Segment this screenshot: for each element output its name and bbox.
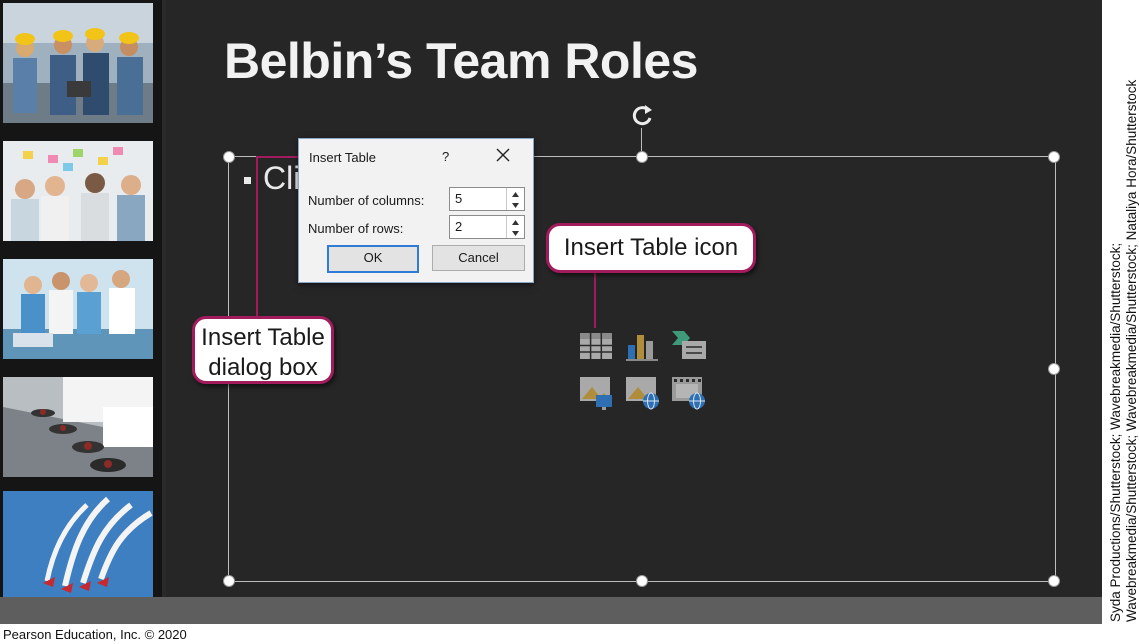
online-pictures-icon[interactable] bbox=[624, 373, 662, 411]
copyright-text: Pearson Education, Inc. © 2020 bbox=[3, 627, 187, 642]
columns-stepper[interactable]: 5 bbox=[449, 187, 525, 211]
icon-callout-line bbox=[594, 268, 596, 328]
credit-line-1: Syda Productions/Shutterstock; Wavebreak… bbox=[1108, 242, 1123, 622]
columns-value[interactable]: 5 bbox=[455, 191, 463, 206]
rows-value[interactable]: 2 bbox=[455, 219, 463, 234]
help-button[interactable]: ? bbox=[442, 149, 450, 164]
medical-team-photo[interactable] bbox=[3, 259, 153, 359]
powerpoint-window: Belbin’s Team Roles Cli bbox=[0, 0, 1102, 624]
columns-label: Number of columns: bbox=[308, 193, 425, 208]
rows-down-icon[interactable] bbox=[507, 227, 524, 238]
resize-handle-top[interactable] bbox=[636, 151, 648, 163]
construction-workers-photo[interactable] bbox=[3, 3, 153, 123]
rows-label: Number of rows: bbox=[308, 221, 404, 236]
slide-image-strip bbox=[0, 0, 162, 597]
columns-down-icon[interactable] bbox=[507, 199, 524, 210]
rows-stepper[interactable]: 2 bbox=[449, 215, 525, 239]
insert-table-dialog: Insert Table ? Number of columns: 5 Numb… bbox=[298, 138, 534, 283]
aerobatic-jets-photo[interactable] bbox=[3, 491, 153, 597]
resize-handle-bottom-left[interactable] bbox=[223, 575, 235, 587]
bullet-marker bbox=[244, 177, 251, 184]
content-insert-icons bbox=[578, 327, 718, 417]
slide-title[interactable]: Belbin’s Team Roles bbox=[224, 33, 698, 89]
resize-handle-top-right[interactable] bbox=[1048, 151, 1060, 163]
resize-handle-right[interactable] bbox=[1048, 363, 1060, 375]
dialog-callout-line2: dialog box bbox=[208, 354, 318, 381]
resize-handle-bottom-right[interactable] bbox=[1048, 575, 1060, 587]
insert-table-dialog-callout: Insert Table dialog box bbox=[192, 316, 334, 384]
rows-up-icon[interactable] bbox=[507, 216, 524, 227]
pictures-icon[interactable] bbox=[578, 373, 616, 411]
slide-canvas bbox=[166, 0, 1102, 597]
cancel-button[interactable]: Cancel bbox=[432, 245, 525, 271]
resize-handle-bottom[interactable] bbox=[636, 575, 648, 587]
columns-spin-buttons bbox=[506, 188, 524, 210]
table-icon[interactable] bbox=[578, 327, 616, 365]
columns-up-icon[interactable] bbox=[507, 188, 524, 199]
team-meeting-photo[interactable] bbox=[3, 141, 153, 241]
chefs-plating-photo[interactable] bbox=[3, 377, 153, 477]
photo-credits: Syda Productions/Shutterstock; Wavebreak… bbox=[1108, 2, 1139, 622]
rotate-handle-stem bbox=[641, 128, 642, 156]
ok-button[interactable]: OK bbox=[327, 245, 419, 273]
dialog-title: Insert Table bbox=[309, 150, 376, 165]
video-icon[interactable] bbox=[670, 373, 708, 411]
smartart-icon[interactable] bbox=[670, 327, 708, 365]
credit-line-2: Wavebreakmedia/Shutterstock; Wavebreakme… bbox=[1124, 79, 1139, 622]
chart-icon[interactable] bbox=[624, 327, 662, 365]
rotate-handle-icon[interactable] bbox=[627, 101, 657, 131]
insert-table-icon-callout: Insert Table icon bbox=[546, 223, 756, 273]
resize-handle-top-left[interactable] bbox=[223, 151, 235, 163]
close-icon[interactable] bbox=[495, 147, 511, 163]
rows-spin-buttons bbox=[506, 216, 524, 238]
dialog-callout-line-h bbox=[256, 156, 300, 158]
bullet-text[interactable]: Cli bbox=[263, 160, 301, 196]
status-bar bbox=[0, 597, 1102, 624]
dialog-callout-line-v bbox=[256, 156, 258, 318]
dialog-callout-line1: Insert Table bbox=[201, 324, 325, 351]
